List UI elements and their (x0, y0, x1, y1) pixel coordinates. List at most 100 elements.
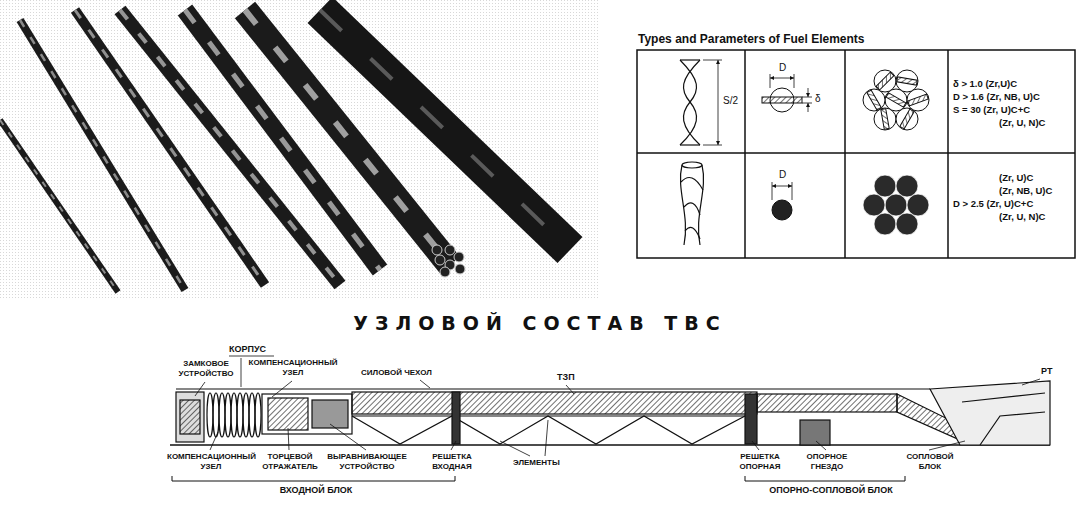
material-formula: (Zr, U, N)C (998, 117, 1046, 128)
fuel-assembly-drawing (745, 394, 757, 444)
fuel-assembly-drawing (268, 398, 308, 430)
table-grid (637, 50, 1075, 258)
fuel-assembly-drawing (352, 392, 757, 414)
twisted-ribbon-figure (680, 60, 722, 145)
dimension-label: S/2 (722, 95, 739, 107)
ribbon-bundle-figure (885, 89, 907, 111)
fuel-assembly-drawing (176, 392, 204, 442)
leader-line (195, 356, 1040, 456)
ribbon-section-figure (762, 97, 802, 103)
fuel-rod-photo (445, 245, 455, 255)
fuel-rod-photo (432, 245, 442, 255)
material-formula: D > 1.6 (Zr, NB, U)C (952, 91, 1041, 102)
dimension-label: D (778, 169, 787, 181)
ribbon-section-figure (802, 103, 812, 104)
part-label: КОРПУС (228, 344, 267, 355)
leader-line (330, 424, 366, 450)
ribbon-bundle-figure (876, 72, 894, 90)
twisted-rod-figure (684, 203, 700, 215)
twisted-ribbon-figure (703, 60, 722, 61)
table-grid (947, 50, 949, 258)
rod-bundle-figure (896, 175, 918, 197)
fuel-rod-photo (440, 267, 450, 277)
leader-line (929, 441, 965, 450)
twisted-ribbon-figure (680, 144, 700, 145)
part-label: ВЫРАВНИВАЮЩЕЕ УСТРОЙСТВО (324, 452, 410, 471)
part-label: РТ (1040, 366, 1053, 377)
part-label: СОПЛОВОЙ БЛОК (896, 452, 964, 471)
ribbon-bundle-figure (881, 109, 889, 130)
part-label: ОПОРНОЕ ГНЕЗДО (796, 452, 858, 471)
ribbon-bundle-figure (874, 70, 896, 92)
fuel-assembly-drawing (170, 444, 1050, 446)
fuel-rod-photo (120, 10, 340, 285)
fuel-assembly-drawing (219, 393, 225, 437)
twisted-ribbon-figure (718, 60, 719, 145)
fuel-assembly-drawing (255, 393, 261, 437)
part-label: ТЗП (556, 372, 576, 383)
fuel-assembly-drawing (170, 381, 1050, 445)
rod-bundle-figure (907, 194, 929, 216)
part-label: ЗАМКОВОЕ УСТРОЙСТВО (172, 359, 240, 378)
part-label: РЕШЕТКА ВХОДНАЯ (420, 452, 484, 471)
fuel-assembly-drawing (930, 381, 1050, 445)
twisted-rod-figure (681, 178, 703, 191)
fuel-assembly-drawing (980, 412, 1045, 445)
rod-bundle-figure (896, 213, 918, 235)
drawing-title: УЗЛОВОЙ СОСТАВ ТВС (0, 312, 1080, 334)
fuel-rod-photo (0, 0, 600, 300)
leader-line (545, 420, 548, 456)
part-label: КОМПЕНСАЦИОННЫЙ УЗЕЛ (246, 358, 340, 377)
ribbon-section-figure (770, 78, 794, 79)
ribbon-section-figure (802, 97, 812, 98)
fuel-assembly-drawing (800, 420, 830, 445)
part-label: ЭЛЕМЕНТЫ (512, 458, 561, 468)
dimension-label: δ (814, 93, 822, 105)
block-label: ВХОДНОЙ БЛОК (240, 485, 392, 496)
fuel-assembly-drawing (312, 400, 348, 428)
fuel-assembly-drawing (452, 392, 460, 444)
fuel-assembly-drawing (237, 393, 243, 437)
group-bracket (745, 476, 905, 481)
fuel-assembly-drawing (176, 388, 930, 389)
material-formula: S = 30 (Zr, U)C+C (952, 104, 1031, 115)
fuel-rod-photo (320, 10, 570, 250)
twisted-rod-figure (685, 227, 700, 239)
ribbon-section-figure (762, 74, 812, 112)
table-grid (744, 50, 746, 258)
fuel-assembly-drawing (262, 394, 352, 434)
leader-line (210, 432, 218, 450)
leader-line (288, 428, 289, 450)
table-title: Types and Parameters of Fuel Elements (637, 32, 866, 46)
fuel-rod-photo (455, 264, 465, 274)
table-grid (637, 50, 1075, 258)
ribbon-bundle-figure (896, 70, 918, 92)
fuel-rod-photo (320, 10, 570, 250)
fuel-rod-photo (435, 255, 445, 265)
part-label: ТОРЦЕВОЙ ОТРАЖАТЕЛЬ (256, 452, 324, 471)
twisted-rod-figure (698, 165, 703, 245)
leader-line (272, 381, 292, 397)
fuel-assembly-drawing (249, 393, 255, 437)
twisted-rod-figure (682, 162, 702, 168)
ribbon-section-figure (808, 103, 809, 112)
ribbon-bundle-figure (867, 90, 881, 110)
leader-line (816, 441, 826, 450)
fuel-assembly-drawing (757, 394, 897, 412)
leader-line (1022, 379, 1040, 385)
ribbon-bundle-figure (874, 108, 896, 130)
leader-line (420, 380, 430, 388)
fuel-assembly-drawing (225, 393, 231, 437)
rod-section-figure (772, 186, 792, 187)
rod-section-figure (772, 182, 773, 200)
rod-bundle-figure (863, 175, 929, 235)
twisted-ribbon-figure (703, 145, 722, 146)
fuel-assembly-drawing (243, 393, 249, 437)
group-bracket (172, 476, 455, 481)
ribbon-bundle-figure (863, 70, 929, 130)
ribbon-bundle-figure (907, 89, 929, 111)
leader-line (566, 385, 574, 394)
material-formula: (Zr, NB, U)C (998, 185, 1053, 196)
